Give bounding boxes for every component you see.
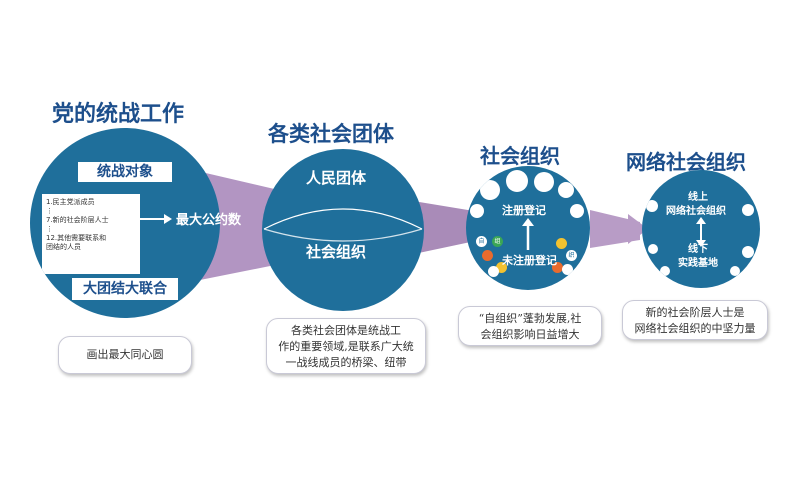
stage1-circle: 统战对象 1.民主党派成员 ⋮ 7.新的社会阶层人士 ⋮ 12.其他需要联系和 … bbox=[30, 128, 220, 318]
stage3-bottom-label: 未注册登记 bbox=[502, 254, 557, 267]
bubble bbox=[730, 266, 740, 276]
bubble bbox=[470, 204, 484, 218]
note-line: 网络社会组织的中坚力量 bbox=[634, 322, 756, 335]
stage1-arrow-text: 最大公约数 bbox=[176, 213, 242, 228]
stage1-target-label: 统战对象 bbox=[78, 162, 172, 182]
stage4-double-arrow bbox=[696, 217, 706, 247]
note-line: 作的重要领域,是联系广大统 bbox=[278, 340, 414, 353]
tiny-bubble bbox=[482, 250, 493, 261]
stage3-note: “自组织”蓬勃发展,社 会组织影响日益增大 bbox=[458, 306, 602, 346]
list-item: 1.民主党派成员 bbox=[46, 198, 95, 206]
stage2-bottom-label: 社会组织 bbox=[306, 243, 367, 261]
note-line: 新的社会阶层人士是 bbox=[645, 306, 745, 319]
bubble bbox=[660, 266, 670, 276]
list-item: 7.新的社会阶层人士 bbox=[46, 216, 109, 224]
note-line: 各类社会团体是统战工 bbox=[291, 324, 401, 337]
stage4-bottom-line2: 实践基地 bbox=[678, 258, 718, 269]
stage1-title: 党的统战工作 bbox=[52, 102, 185, 127]
tiny-bubble: 织 bbox=[566, 250, 577, 261]
note-line: “自组织”蓬勃发展,社 bbox=[478, 312, 582, 325]
stage1-list: 1.民主党派成员 ⋮ 7.新的社会阶层人士 ⋮ 12.其他需要联系和 团结的人员 bbox=[42, 194, 140, 274]
stage1-arrow bbox=[140, 214, 172, 224]
list-item: 12.其他需要联系和 bbox=[46, 234, 107, 242]
bubble bbox=[558, 182, 574, 198]
stage2-title: 各类社会团体 bbox=[268, 122, 394, 146]
tiny-bubble bbox=[562, 264, 573, 275]
stage2-top-label: 人民团体 bbox=[306, 169, 367, 187]
stage4-note: 新的社会阶层人士是 网络社会组织的中坚力量 bbox=[622, 300, 768, 340]
bubble bbox=[534, 172, 554, 192]
list-item: ⋮ bbox=[46, 207, 53, 215]
tiny-bubble: 组 bbox=[492, 236, 503, 247]
arrow-head bbox=[628, 214, 648, 244]
stage4-top-line1: 线上 bbox=[688, 192, 708, 203]
stage4-title: 网络社会组织 bbox=[626, 150, 746, 174]
stage3-top-label: 注册登记 bbox=[502, 204, 546, 217]
stage1-note-text: 画出最大同心圆 bbox=[86, 348, 164, 361]
band-3-4 bbox=[590, 210, 640, 248]
bubble bbox=[646, 200, 658, 212]
stage2-circle: 人民团体 社会组织 bbox=[262, 149, 424, 311]
stage3-circle: 注册登记 自 组 织 未注册登记 bbox=[466, 166, 590, 290]
tiny-bubble bbox=[488, 266, 499, 277]
stage1-bottom-label: 大团结大联合 bbox=[72, 278, 178, 300]
stage2-note: 各类社会团体是统战工 作的重要领域,是联系广大统 一战线成员的桥梁、纽带 bbox=[266, 318, 426, 374]
stage4-circle: 线上 网络社会组织 线下 实践基地 bbox=[642, 170, 760, 288]
stage4-bottom-line1: 线下 bbox=[688, 244, 708, 255]
bubble bbox=[480, 180, 500, 200]
tiny-bubble bbox=[556, 238, 567, 249]
tiny-bubble: 自 bbox=[476, 236, 487, 247]
bubble bbox=[742, 204, 754, 216]
list-item: ⋮ bbox=[46, 225, 53, 233]
stage4-top-line2: 网络社会组织 bbox=[666, 206, 726, 217]
tiny-bubble bbox=[552, 262, 563, 273]
stage3-up-arrow bbox=[522, 218, 534, 250]
bubble bbox=[742, 246, 754, 258]
stage1-note: 画出最大同心圆 bbox=[58, 336, 192, 374]
stage2-divider bbox=[263, 208, 423, 242]
stage3-title: 社会组织 bbox=[480, 144, 560, 168]
list-item: 团结的人员 bbox=[46, 243, 81, 251]
note-line: 会组织影响日益增大 bbox=[480, 328, 580, 341]
bubble bbox=[506, 170, 528, 192]
note-line: 一战线成员的桥梁、纽带 bbox=[285, 356, 407, 369]
tiny-bubble bbox=[496, 262, 507, 273]
bubble bbox=[570, 204, 584, 218]
bubble bbox=[648, 244, 658, 254]
